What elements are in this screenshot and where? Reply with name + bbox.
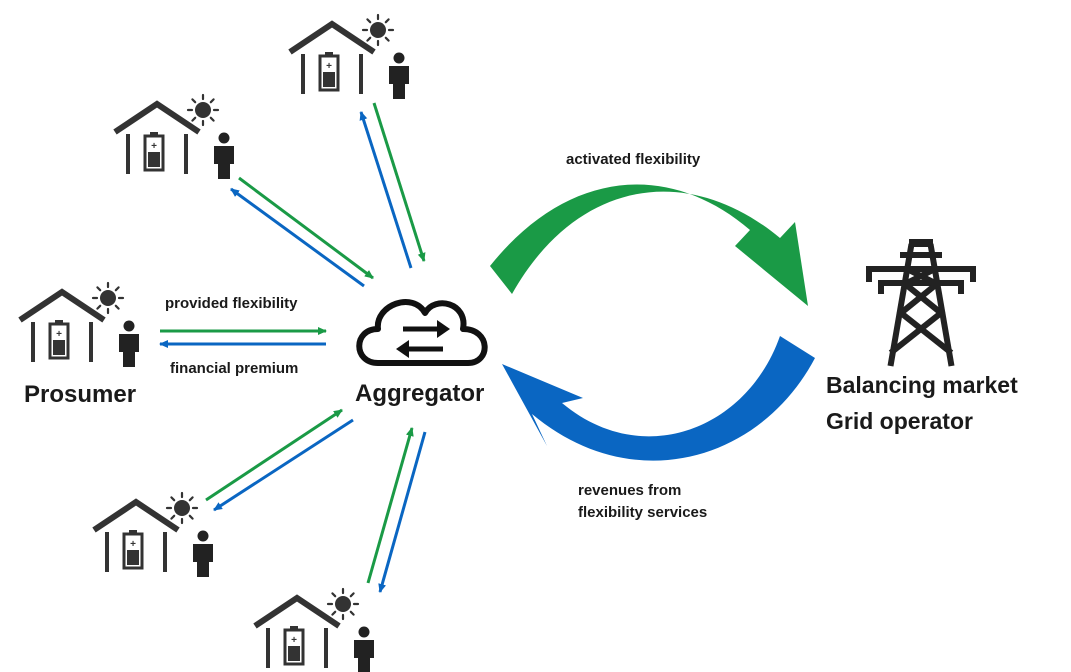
provided-flexibility-label: provided flexibility (165, 295, 298, 312)
prosumer-icon-upper-left (115, 95, 234, 179)
arrow-upper-left-blue (230, 187, 365, 288)
aggregator-label: Aggregator (355, 380, 484, 407)
balancing-market-label: Balancing market (826, 372, 1018, 398)
prosumer-icon-top (290, 15, 409, 99)
transmission-tower-icon (869, 239, 973, 363)
arrow-upper-left-green (238, 176, 374, 280)
prosumer-icon-lower-left (94, 493, 213, 577)
revenues-label-line2: flexibility services (578, 504, 707, 521)
prosumer-label: Prosumer (24, 381, 136, 408)
arrow-bottom-green (366, 427, 414, 584)
grid-operator-label: Grid operator (826, 408, 973, 434)
prosumer-icon-bottom (255, 589, 374, 672)
arrow-top-blue (359, 111, 413, 269)
arrow-top-green (372, 102, 426, 262)
arrow-bottom-blue (378, 431, 427, 593)
activated-flexibility-arrow (490, 184, 808, 306)
revenues-label-line1: revenues from (578, 482, 681, 499)
activated-flexibility-label: activated flexibility (566, 151, 701, 168)
cloud-exchange-icon (359, 302, 484, 363)
arrow-lower-left-green (205, 408, 343, 502)
flow-arrows (159, 102, 427, 593)
arrow-lower-left-blue (213, 418, 354, 512)
financial-premium-label: financial premium (170, 360, 298, 377)
prosumer-icon-left (20, 283, 139, 367)
revenues-arrow (502, 336, 815, 461)
